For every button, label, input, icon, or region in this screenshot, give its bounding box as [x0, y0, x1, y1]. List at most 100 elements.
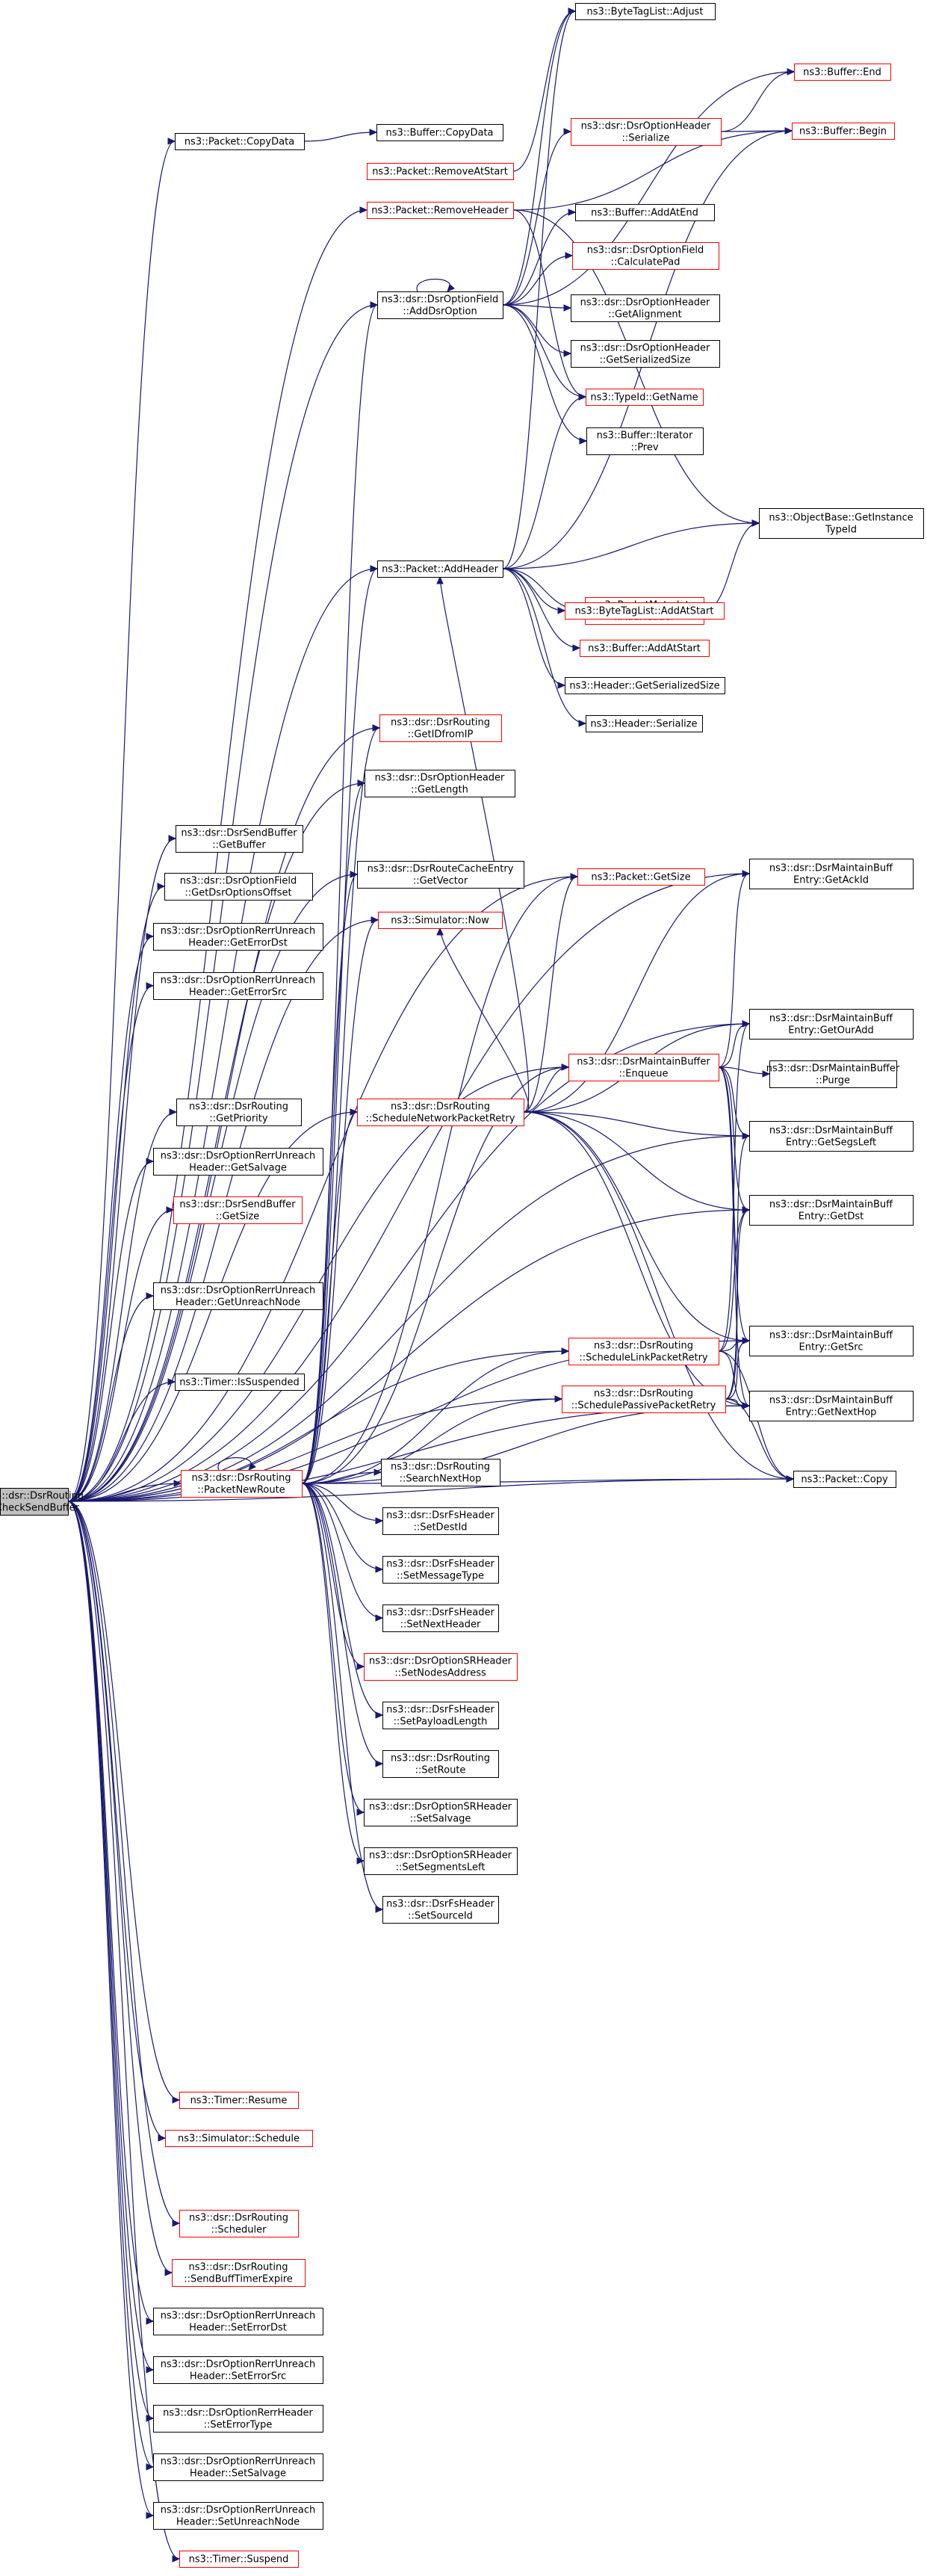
node-box: [382, 1750, 499, 1778]
node-calculate-pad[interactable]: ns3::dsr::DsrOptionField::CalculatePad: [572, 242, 719, 270]
node-fs-set-message-type[interactable]: ns3::dsr::DsrFsHeader::SetMessageType: [382, 1556, 499, 1584]
node-label: ::SetNextHeader: [400, 1619, 481, 1631]
node-rerr-header-set-error-type[interactable]: ns3::dsr::DsrOptionRerrHeader::SetErrorT…: [153, 2405, 323, 2433]
edge-line: [523, 1111, 750, 1341]
edge-line: [301, 1350, 569, 1484]
node-maintain-buffer-purge[interactable]: ns3::dsr::DsrMaintainBuffer::Purge: [766, 1060, 900, 1088]
node-label: ::GetIDfromIP: [408, 729, 474, 741]
node-simulator-schedule[interactable]: ns3::Simulator::Schedule: [165, 2130, 313, 2147]
node-fs-set-payload-length[interactable]: ns3::dsr::DsrFsHeader::SetPayloadLength: [382, 1702, 499, 1729]
node-buffer-end[interactable]: ns3::Buffer::End: [794, 64, 891, 81]
node-packet-copy[interactable]: ns3::Packet::Copy: [793, 1471, 896, 1488]
node-add-dsr-option[interactable]: ns3::dsr::DsrOptionField::AddDsrOption: [377, 291, 503, 319]
node-rerr-set-error-dst[interactable]: ns3::dsr::DsrOptionRerrUnreachHeader::Se…: [153, 2308, 323, 2335]
node-label: ns3::Packet::CopyData: [185, 137, 294, 148]
node-rerr-set-unreach-node[interactable]: ns3::dsr::DsrOptionRerrUnreachHeader::Se…: [153, 2502, 323, 2530]
node-rerr-get-salvage[interactable]: ns3::dsr::DsrOptionRerrUnreachHeader::Ge…: [153, 1148, 323, 1176]
node-box: [176, 825, 303, 853]
node-maintain-get-next-hop[interactable]: ns3::dsr::DsrMaintainBuffEntry::GetNextH…: [749, 1391, 914, 1421]
node-maintain-get-our-add[interactable]: ns3::dsr::DsrMaintainBuffEntry::GetOurAd…: [749, 1009, 914, 1040]
node-packet-remove-header[interactable]: ns3::Packet::RemoveHeader: [367, 202, 514, 219]
node-search-next-hop[interactable]: ns3::dsr::DsrRouting::SearchNextHop: [381, 1459, 500, 1486]
node-route-cache-entry-get-vector[interactable]: ns3::dsr::DsrRouteCacheEntry::GetVector: [357, 861, 524, 889]
edge-line: [301, 1483, 383, 1522]
node-srset-segments-left[interactable]: ns3::dsr::DsrOptionSRHeader::SetSegments…: [364, 1847, 518, 1875]
node-check-send-buffer[interactable]: ns3::dsr::DsrRouting::CheckSendBuffer: [0, 1488, 84, 1516]
edge-schedule-network-packet-retry-to-maintain-get-segs-left: [523, 1111, 751, 1140]
node-send-buffer-get-buffer[interactable]: ns3::dsr::DsrSendBuffer::GetBuffer: [176, 825, 303, 853]
node-packet-new-route[interactable]: ns3::dsr::DsrRouting::PacketNewRoute: [181, 1470, 303, 1498]
node-srset-salvage[interactable]: ns3::dsr::DsrOptionSRHeader::SetSalvage: [364, 1799, 518, 1826]
node-opt-header-serialize[interactable]: ns3::dsr::DsrOptionHeader::Serialize: [571, 118, 722, 146]
edge-arrowhead: [578, 393, 587, 401]
node-timer-is-suspended[interactable]: ns3::Timer::IsSuspended: [175, 1374, 305, 1391]
edge-arrowhead: [568, 7, 577, 15]
node-rerr-set-salvage[interactable]: ns3::dsr::DsrOptionRerrUnreachHeader::Se…: [153, 2453, 323, 2481]
node-schedule-network-packet-retry[interactable]: ns3::dsr::DsrRouting::ScheduleNetworkPac…: [357, 1099, 524, 1126]
edge-arrowhead: [146, 982, 155, 989]
node-label: Entry::GetSrc: [799, 1342, 863, 1353]
node-buffer-copy-data[interactable]: ns3::Buffer::CopyData: [376, 124, 503, 141]
node-maintain-get-segs-left[interactable]: ns3::dsr::DsrMaintainBuffEntry::GetSegsL…: [749, 1121, 914, 1152]
edge-line: [67, 1501, 166, 2139]
edge-arrowhead: [570, 873, 579, 880]
node-packet-copy-data[interactable]: ns3::Packet::CopyData: [175, 133, 305, 150]
node-timer-resume[interactable]: ns3::Timer::Resume: [179, 2092, 299, 2109]
node-maintain-buffer-enqueue[interactable]: ns3::dsr::DsrMaintainBuffer::Enqueue: [568, 1054, 719, 1081]
edge-check-send-buffer-to-rerr-set-error-src: [67, 1501, 155, 2373]
node-box: [377, 560, 503, 578]
node-opt-header-get-serialized-size[interactable]: ns3::dsr::DsrOptionHeader::GetSerialized…: [571, 340, 720, 368]
node-packet-remove-at-start[interactable]: ns3::Packet::RemoveAtStart: [367, 163, 514, 180]
node-byte-tag-list-adjust[interactable]: ns3::ByteTagList::Adjust: [575, 3, 716, 20]
node-simulator-now[interactable]: ns3::Simulator::Now: [378, 912, 503, 929]
edge-check-send-buffer-to-rerr-set-unreach-node: [67, 1501, 155, 2519]
edge-line: [502, 568, 580, 649]
edge-packet-new-route-to-schedule-link-packet-retry: [301, 1347, 570, 1484]
node-fs-set-source-id[interactable]: ns3::dsr::DsrFsHeader::SetSourceId: [382, 1896, 499, 1924]
node-packet-get-size[interactable]: ns3::Packet::GetSize: [577, 868, 705, 886]
node-get-priority[interactable]: ns3::dsr::DsrRouting::GetPriority: [176, 1099, 302, 1126]
node-send-buffer-get-size[interactable]: ns3::dsr::DsrSendBuffer::GetSize: [173, 1196, 303, 1224]
node-get-alignment[interactable]: ns3::dsr::DsrOptionHeader::GetAlignment: [571, 294, 720, 322]
node-packet-add-header[interactable]: ns3::Packet::AddHeader: [377, 560, 503, 578]
edge-arrowhead: [578, 720, 587, 727]
node-label: ::SetPayloadLength: [394, 1717, 488, 1728]
edge-packet-new-route-to-srset-segments-left: [301, 1483, 365, 1865]
node-rerr-get-error-dst[interactable]: ns3::dsr::DsrOptionRerrUnreachHeader::Ge…: [153, 923, 323, 951]
node-timer-suspend[interactable]: ns3::Timer::Suspend: [179, 2551, 299, 2568]
node-fs-set-next-header[interactable]: ns3::dsr::DsrFsHeader::SetNextHeader: [382, 1604, 499, 1632]
node-rerr-set-error-src[interactable]: ns3::dsr::DsrOptionRerrUnreachHeader::Se…: [153, 2356, 323, 2384]
node-schedule-passive-packet-retry[interactable]: ns3::dsr::DsrRouting::SchedulePassivePac…: [562, 1386, 726, 1413]
node-buffer-iterator-prev[interactable]: ns3::Buffer::Iterator::Prev: [586, 427, 704, 455]
edge-check-send-buffer-to-packet-remove-header: [67, 206, 368, 1502]
edge-packet-add-header-to-byte-tag-list-adjust: [502, 7, 577, 569]
node-rerr-get-unreach-node[interactable]: ns3::dsr::DsrOptionRerrUnreachHeader::Ge…: [153, 1282, 323, 1310]
node-header-get-serialized-size[interactable]: ns3::Header::GetSerializedSize: [565, 677, 725, 694]
node-get-idfrom-ip[interactable]: ns3::dsr::DsrRouting::GetIDfromIP: [379, 714, 502, 742]
node-buffer-add-at-end[interactable]: ns3::Buffer::AddAtEnd: [575, 204, 715, 221]
node-label: ::Prev: [630, 442, 658, 454]
node-schedule-link-packet-retry[interactable]: ns3::dsr::DsrRouting::ScheduleLinkPacket…: [568, 1338, 719, 1365]
node-opt-header-get-length[interactable]: ns3::dsr::DsrOptionHeader::GetLength: [365, 770, 515, 797]
node-type-id-get-name[interactable]: ns3::TypeId::GetName: [586, 389, 704, 406]
edge-line: [301, 1483, 383, 1716]
node-set-route[interactable]: ns3::dsr::DsrRouting::SetRoute: [382, 1750, 499, 1778]
node-send-buff-timer-expire[interactable]: ns3::dsr::DsrRouting::SendBuffTimerExpir…: [172, 2259, 306, 2287]
node-get-dsr-options-offset[interactable]: ns3::dsr::DsrOptionField::GetDsrOptionsO…: [164, 873, 313, 901]
edge-arrowhead: [356, 1857, 365, 1865]
node-header-serialize[interactable]: ns3::Header::Serialize: [586, 715, 703, 732]
node-fs-set-dest-id[interactable]: ns3::dsr::DsrFsHeader::SetDestId: [382, 1507, 499, 1535]
node-label: ns3::dsr::DsrRouting: [391, 1102, 490, 1113]
node-scheduler[interactable]: ns3::dsr::DsrRouting::Scheduler: [179, 2210, 299, 2237]
node-byte-tag-list-add-at-start[interactable]: ns3::ByteTagList::AddAtStart: [565, 602, 725, 620]
node-srset-nodes-address[interactable]: ns3::dsr::DsrOptionSRHeader::SetNodesAdd…: [364, 1653, 518, 1681]
node-rerr-get-error-src[interactable]: ns3::dsr::DsrOptionRerrUnreachHeader::Ge…: [153, 972, 323, 1000]
node-buffer-begin[interactable]: ns3::Buffer::Begin: [792, 123, 895, 140]
node-buffer-add-at-start[interactable]: ns3::Buffer::AddAtStart: [580, 640, 710, 657]
node-label: ::ScheduleLinkPacketRetry: [579, 1353, 708, 1364]
edge-line: [67, 209, 368, 1502]
